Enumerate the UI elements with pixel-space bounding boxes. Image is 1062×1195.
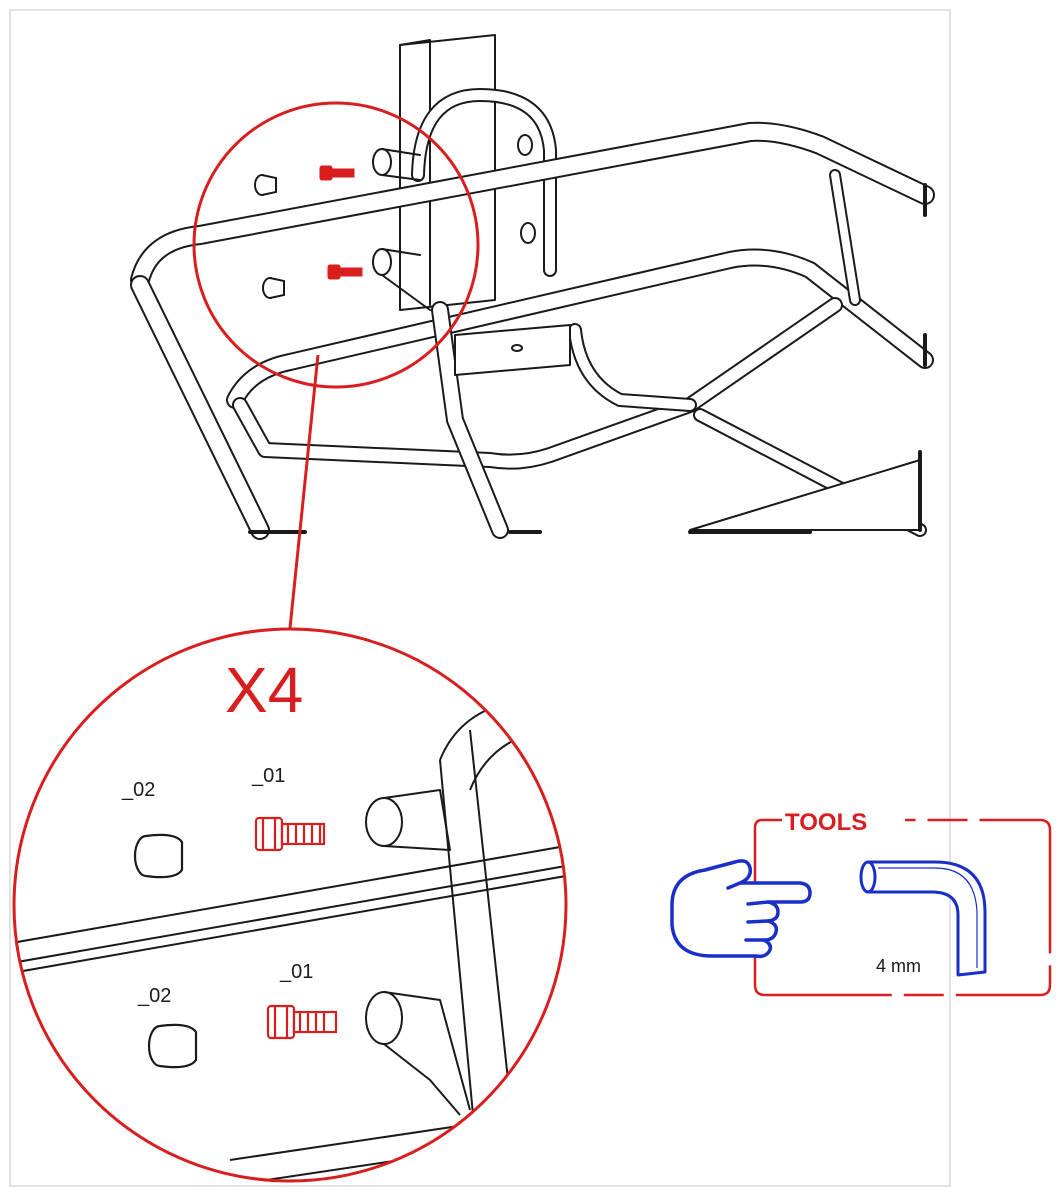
part-code-label: _02 bbox=[121, 779, 155, 801]
tools-title: TOOLS bbox=[785, 809, 867, 836]
bolt-icon bbox=[254, 816, 338, 1040]
quantity-label: X4 bbox=[225, 654, 303, 726]
callout-leader-line bbox=[288, 354, 320, 629]
part-code-label: _02 bbox=[137, 985, 171, 1007]
callout-circle-small bbox=[192, 101, 480, 389]
callout-circle-large bbox=[12, 627, 568, 1183]
frame-assembly-illustration bbox=[130, 34, 935, 540]
hex-key-icon bbox=[859, 860, 987, 977]
tools-box: TOOLS 4 mm bbox=[670, 809, 1052, 997]
tool-size-label: 4 mm bbox=[876, 956, 921, 976]
pointing-hand-icon bbox=[670, 859, 812, 959]
part-code-label: _01 bbox=[279, 961, 313, 983]
part-code-label: _01 bbox=[251, 765, 285, 787]
cap-icon bbox=[254, 174, 285, 299]
cap-icon bbox=[133, 833, 198, 1069]
bolt-icon bbox=[319, 165, 363, 280]
